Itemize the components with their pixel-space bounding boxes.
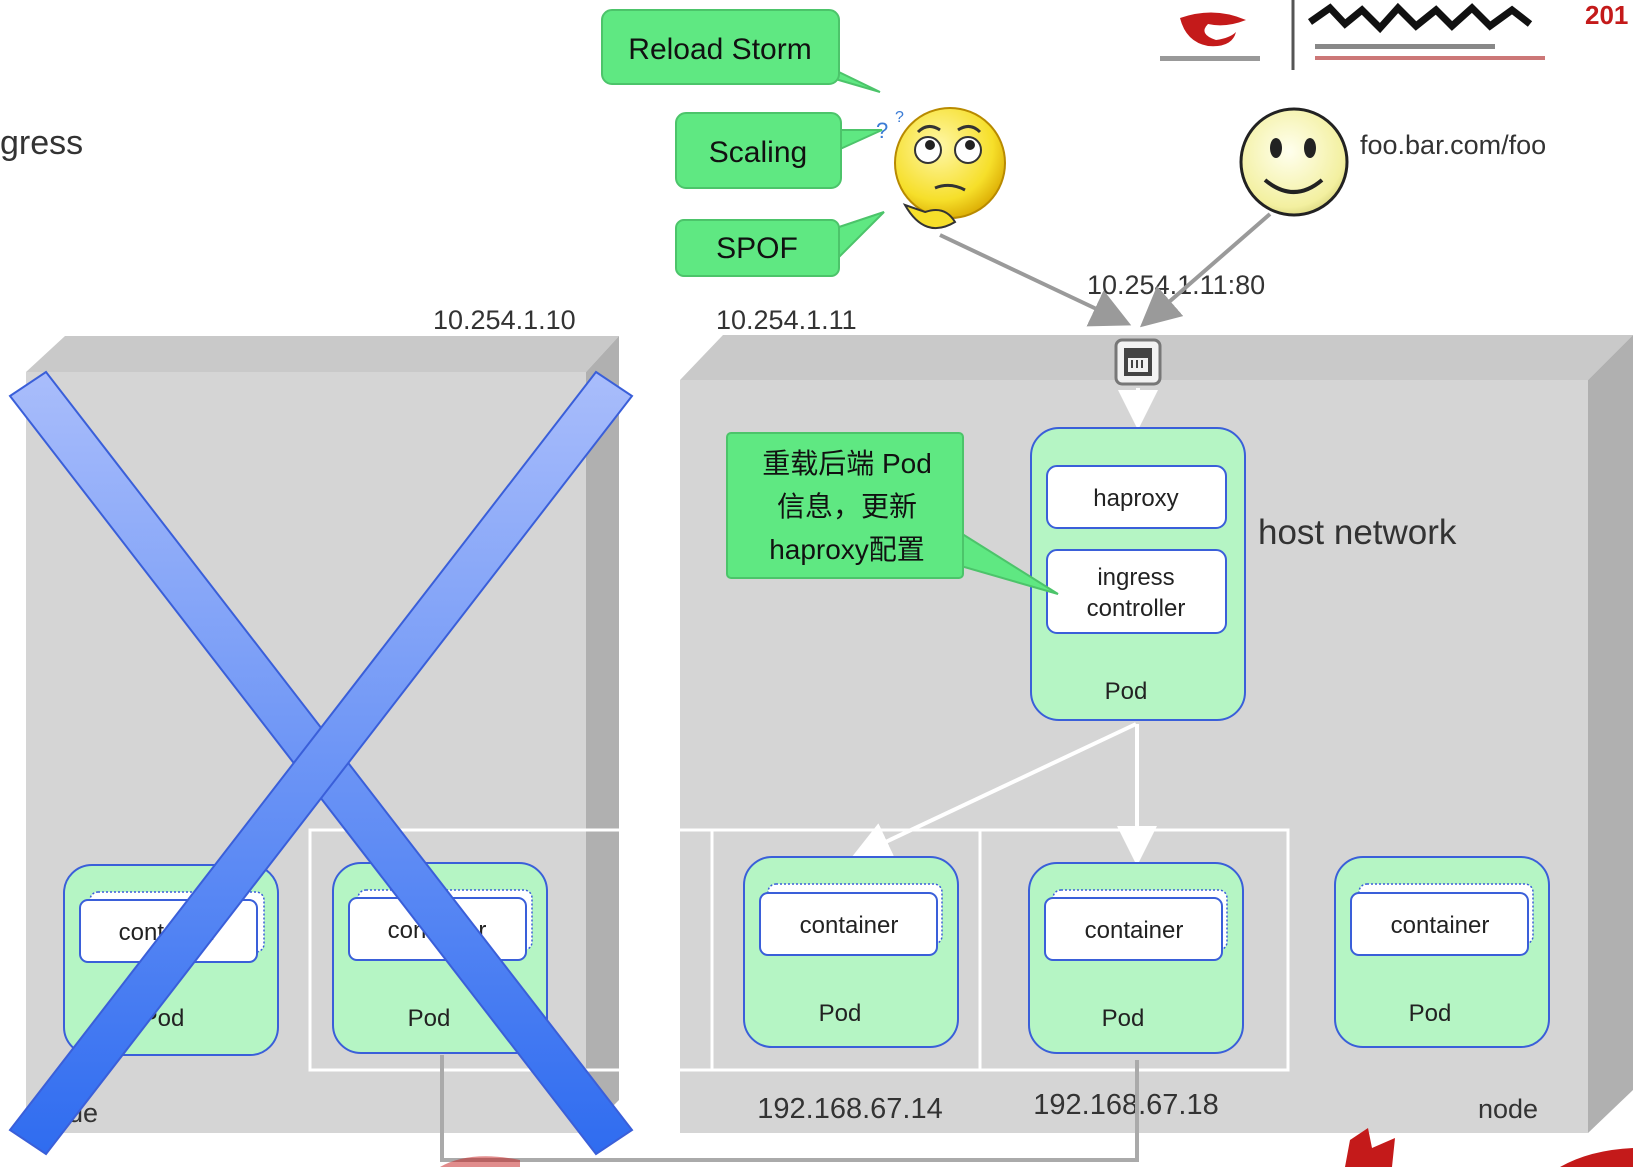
user-url: foo.bar.com/foo: [1360, 130, 1546, 160]
left-node-top: [26, 336, 619, 372]
arrow-thinker-to-port: [939, 233, 1132, 327]
pod-5-container: [1350, 892, 1529, 956]
callout-reload-info-line3: haproxy配置: [769, 534, 925, 565]
arrow-controller-to-pod3: [850, 722, 1137, 860]
callout-reload-storm: Reload Storm: [601, 9, 881, 93]
pod-4-container-label: container: [1085, 917, 1184, 944]
pod-2-label: Pod: [408, 1005, 451, 1032]
callout-spof: SPOF: [675, 211, 885, 277]
thinking-face-icon: ? ?: [876, 107, 1006, 230]
conference-logo: 201: [1160, 0, 1628, 70]
callout-reload-info: 重载后端 Pod 信息，更新 haproxy配置: [726, 432, 1059, 595]
arrow-user-to-port: [1139, 212, 1272, 328]
pod-3-container: [759, 892, 938, 956]
host-network-label: host network: [1258, 513, 1457, 552]
ingress-controller-line2: controller: [1087, 595, 1186, 622]
ingress-controller-line1: ingress: [1097, 564, 1174, 591]
callout-reload-storm-text: Reload Storm: [628, 33, 811, 66]
pod-4: container Pod: [1028, 862, 1244, 1054]
pod-ip-2: 192.168.67.18: [1033, 1089, 1218, 1121]
right-node-side: [1588, 335, 1633, 1133]
pod-ip-1: 192.168.67.14: [757, 1093, 942, 1125]
right-node-label: node: [1478, 1094, 1538, 1124]
pod-3-container-label: container: [800, 912, 899, 939]
svg-text:?: ?: [876, 118, 888, 143]
callout-scaling-text: Scaling: [709, 136, 807, 169]
callout-reload-info-line1: 重载后端 Pod: [762, 448, 932, 479]
pod-4-label: Pod: [1102, 1005, 1145, 1032]
callout-reload-info-line2: 信息，更新: [777, 491, 917, 522]
bottom-connector: [440, 1055, 1139, 1162]
controller-pod-label: Pod: [1105, 678, 1148, 705]
pod-5: container Pod: [1334, 856, 1550, 1048]
title-fragment: gress: [0, 124, 83, 162]
callout-scaling: Scaling: [675, 112, 883, 189]
right-node-ip: 10.254.1.11: [716, 305, 857, 335]
failed-node-cross: [8, 370, 634, 1156]
callout-spof-text: SPOF: [716, 232, 798, 265]
user-smiley-icon: [1239, 107, 1349, 217]
decorative-red-shape: [440, 1128, 1633, 1167]
pod-5-container-label: container: [1391, 912, 1490, 939]
haproxy-label: haproxy: [1093, 485, 1178, 512]
pod-5-label: Pod: [1409, 1000, 1452, 1027]
svg-text:201: 201: [1585, 0, 1628, 30]
svg-text:?: ?: [895, 109, 904, 126]
network-port-icon: [1114, 338, 1162, 386]
pod-3: container Pod: [743, 856, 959, 1048]
pod-4-container: [1044, 897, 1223, 961]
service-group: [308, 828, 1290, 1072]
left-node-side: [586, 336, 619, 1133]
pod-3-label: Pod: [819, 1000, 862, 1027]
controller-pod: haproxy ingress controller Pod: [1030, 427, 1246, 721]
left-node-ip: 10.254.1.10: [433, 305, 576, 335]
haproxy-box: [1046, 465, 1227, 529]
